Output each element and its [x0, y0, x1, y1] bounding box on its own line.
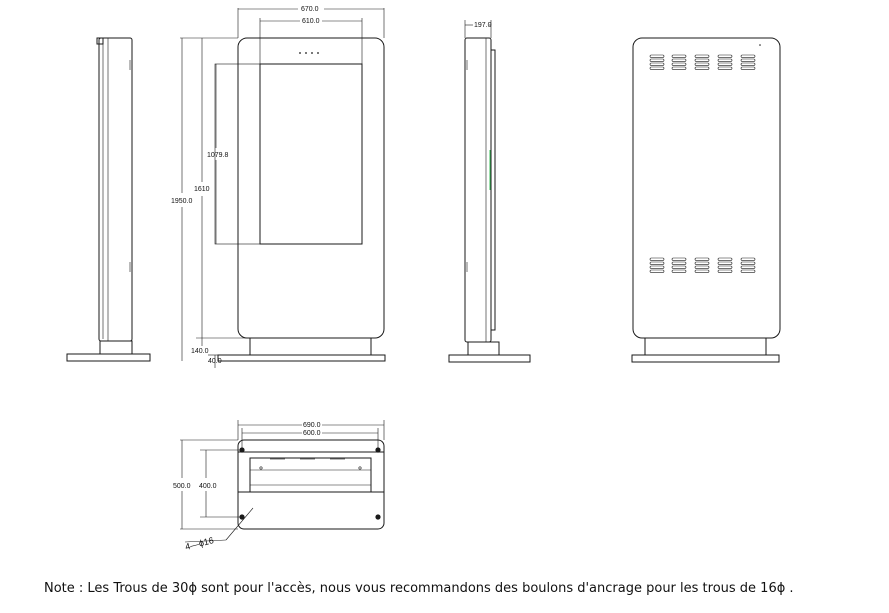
- vent-slot-group: [740, 257, 756, 273]
- base-plinth-outline: [249, 457, 372, 493]
- anchor-holes: [239, 447, 381, 520]
- vent-slot: [740, 257, 756, 261]
- dim-depth-197: 197.0: [474, 22, 492, 29]
- drawing-note: Note : Les Trous de 30ϕ sont pour l'accè…: [44, 581, 794, 596]
- vent-slot-group: [740, 54, 756, 70]
- vent-slot: [694, 261, 710, 265]
- rside-plinth: [467, 341, 500, 356]
- vent-slot-group: [717, 257, 733, 273]
- vent-slot: [671, 66, 687, 70]
- base-outline: [237, 439, 385, 530]
- vent-slot: [671, 269, 687, 273]
- vent-slot: [717, 265, 733, 269]
- vent-slot: [717, 62, 733, 66]
- vent-slot: [671, 58, 687, 62]
- rear-view: [631, 37, 781, 363]
- vent-slot-group: [649, 257, 665, 273]
- dim-height-140: 140.0: [191, 348, 209, 355]
- front-plinth: [249, 337, 372, 356]
- rside-body-outline: [464, 37, 492, 343]
- vent-slot: [740, 62, 756, 66]
- dim-holes: 4—ϕ16: [184, 535, 215, 552]
- vent-slot: [740, 66, 756, 70]
- vent-slot: [649, 54, 665, 58]
- rear-screw: [759, 44, 761, 46]
- side-top-bracket: [96, 37, 104, 45]
- vent-slot: [717, 257, 733, 261]
- vent-slot: [740, 261, 756, 265]
- rear-vents-top: [649, 54, 756, 70]
- vent-slot: [649, 62, 665, 66]
- vent-slot-group: [717, 54, 733, 70]
- front-screen: [259, 63, 363, 245]
- vent-slot: [671, 261, 687, 265]
- vent-slot: [740, 54, 756, 58]
- vent-slot: [649, 265, 665, 269]
- vent-slot: [671, 54, 687, 58]
- vent-slot: [717, 261, 733, 265]
- base-plan-view: 690.0 600.0 500.0 400.0 4—ϕ16: [173, 420, 385, 552]
- vent-slot: [694, 62, 710, 66]
- base-bolt-right: [358, 466, 362, 470]
- dim-base-600: 600.0: [303, 430, 321, 437]
- rside-base-plate: [448, 354, 531, 363]
- anchor-hole-tr: [375, 447, 381, 453]
- rside-flange: [490, 49, 496, 331]
- vent-slot: [717, 269, 733, 273]
- vent-slot: [671, 62, 687, 66]
- rear-body-outline: [632, 37, 781, 339]
- vent-slot: [671, 265, 687, 269]
- base-bolt-left: [259, 466, 263, 470]
- front-view: 670.0 610.0 1950.0 1610 1079.8 140.0 40.…: [171, 6, 386, 368]
- vent-slot: [649, 58, 665, 62]
- vent-slot: [649, 66, 665, 70]
- vent-slot: [649, 257, 665, 261]
- vent-slot: [717, 66, 733, 70]
- vent-slot: [649, 261, 665, 265]
- front-indicator-dots: [299, 52, 319, 54]
- dim-height-1610: 1610: [194, 186, 210, 193]
- rear-vents-bottom: [649, 257, 756, 273]
- vent-slot-group: [694, 257, 710, 273]
- vent-slot: [694, 66, 710, 70]
- dim-base-500: 500.0: [173, 483, 191, 490]
- dim-base-690: 690.0: [303, 422, 321, 429]
- vent-slot: [694, 257, 710, 261]
- right-side-view: 197.0: [448, 20, 531, 363]
- vent-slot-group: [694, 54, 710, 70]
- front-screen-frame: [214, 63, 363, 245]
- vent-slot: [740, 265, 756, 269]
- vent-slot-group: [671, 257, 687, 273]
- side-body-outline: [98, 37, 133, 342]
- vent-slot: [717, 54, 733, 58]
- rear-plinth: [644, 337, 767, 356]
- rear-base-plate: [631, 354, 780, 363]
- anchor-hole-br: [375, 514, 381, 520]
- vent-slot: [717, 58, 733, 62]
- dim-base-400: 400.0: [199, 483, 217, 490]
- dim-height-1950: 1950.0: [171, 198, 193, 205]
- vent-slot: [671, 257, 687, 261]
- dim-height-40: 40.0: [208, 358, 222, 365]
- hole-leader: [225, 507, 254, 541]
- vent-slot-group: [671, 54, 687, 70]
- vent-slot: [694, 269, 710, 273]
- vent-slot: [740, 269, 756, 273]
- vent-slot: [694, 54, 710, 58]
- vent-slot: [694, 265, 710, 269]
- side-plinth: [99, 340, 133, 355]
- dim-height-1079: 1079.8: [207, 152, 229, 159]
- vent-slot: [694, 58, 710, 62]
- vent-slot: [649, 269, 665, 273]
- vent-slot-group: [649, 54, 665, 70]
- dim-width-670: 670.0: [301, 6, 319, 13]
- side-base-plate: [66, 353, 151, 362]
- left-side-view: [66, 37, 151, 362]
- vent-slot: [740, 58, 756, 62]
- front-base-plate: [217, 354, 386, 362]
- dim-width-610: 610.0: [302, 18, 320, 25]
